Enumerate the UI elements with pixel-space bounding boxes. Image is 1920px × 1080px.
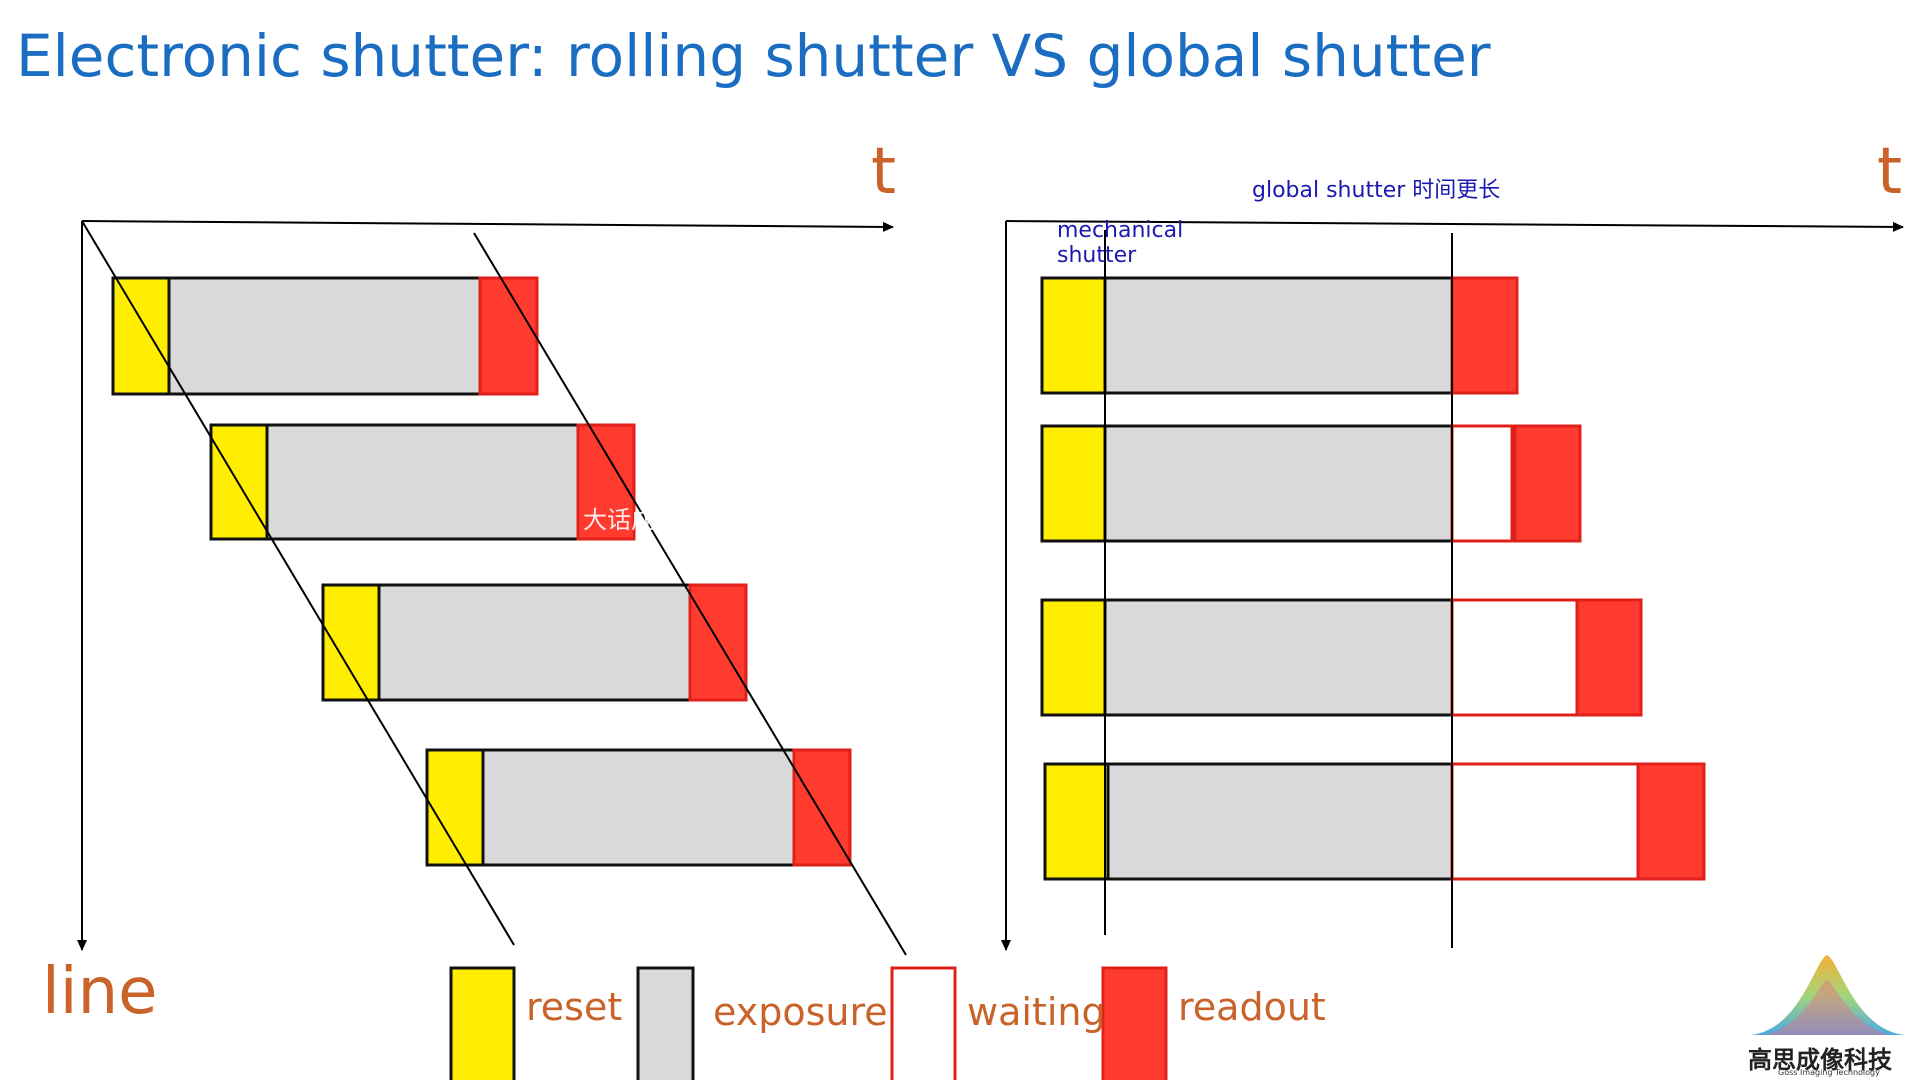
waiting-block: [1450, 598, 1579, 717]
rolling-reset-diagonal: [81, 220, 515, 946]
reset-block: [111, 276, 171, 396]
exposure-block: [1103, 276, 1454, 395]
exposure-block: [1103, 424, 1454, 543]
rolling-row-1: [111, 276, 539, 396]
legend-waiting-label: waiting: [967, 990, 1106, 1034]
global-row-4: [1043, 762, 1706, 881]
readout-block: [478, 276, 539, 396]
rolling-time-axis: [81, 220, 894, 232]
reset-block: [209, 423, 269, 541]
global-shutter-note: global shutter 时间更长: [1252, 178, 1501, 203]
legend-exposure-label: exposure: [713, 990, 888, 1034]
exposure-block: [265, 423, 580, 541]
exposure-block: [1106, 762, 1454, 881]
global-shutter-diagram: [1001, 220, 1904, 951]
exposure-block: [377, 583, 692, 702]
global-row-2: [1040, 424, 1582, 543]
watermark: 大话成像: [583, 506, 679, 534]
reset-block: [1043, 762, 1110, 881]
exposure-block: [167, 276, 482, 396]
reset-block: [1040, 598, 1107, 717]
company-logo-subtitle: Goss Imaging Technology: [1778, 1068, 1880, 1077]
rolling-time-label: t: [871, 135, 897, 209]
company-logo-name: 高思成像科技: [1748, 1046, 1892, 1074]
line-axis-label: line: [42, 955, 158, 1029]
legend-readout-label: readout: [1178, 985, 1326, 1029]
legend: [449, 966, 1168, 1080]
rolling-row-3: [321, 583, 748, 702]
exposure-block: [481, 748, 796, 867]
page-title: Electronic shutter: rolling shutter VS g…: [16, 22, 1491, 90]
legend-reset-label: reset: [526, 985, 623, 1029]
exposure-block: [1103, 598, 1454, 717]
reset-block: [1040, 424, 1107, 543]
legend-waiting-swatch: [890, 966, 957, 1080]
readout-block: [1513, 424, 1582, 543]
reset-block: [321, 583, 381, 702]
rolling-readout-diagonal: [473, 232, 907, 956]
rolling-shutter-diagram: [77, 220, 907, 956]
mechanical-shutter-note: mechanical shutter: [1057, 218, 1184, 268]
reset-block: [1040, 276, 1107, 395]
readout-block: [1636, 762, 1706, 881]
waiting-block: [1450, 424, 1514, 543]
legend-reset-swatch: [449, 966, 516, 1080]
company-logo-mark: [1750, 955, 1905, 1035]
rolling-row-2: [209, 423, 636, 541]
global-time-label: t: [1877, 135, 1903, 209]
readout-block: [576, 423, 636, 541]
rolling-row-4: [425, 748, 852, 867]
readout-block: [1575, 598, 1643, 717]
waiting-block: [1450, 762, 1640, 881]
global-time-axis: [1005, 220, 1904, 232]
legend-readout-swatch: [1101, 966, 1168, 1080]
global-row-1: [1040, 276, 1519, 395]
readout-block: [1450, 276, 1519, 395]
legend-exposure-swatch: [636, 966, 695, 1080]
global-row-3: [1040, 598, 1643, 717]
